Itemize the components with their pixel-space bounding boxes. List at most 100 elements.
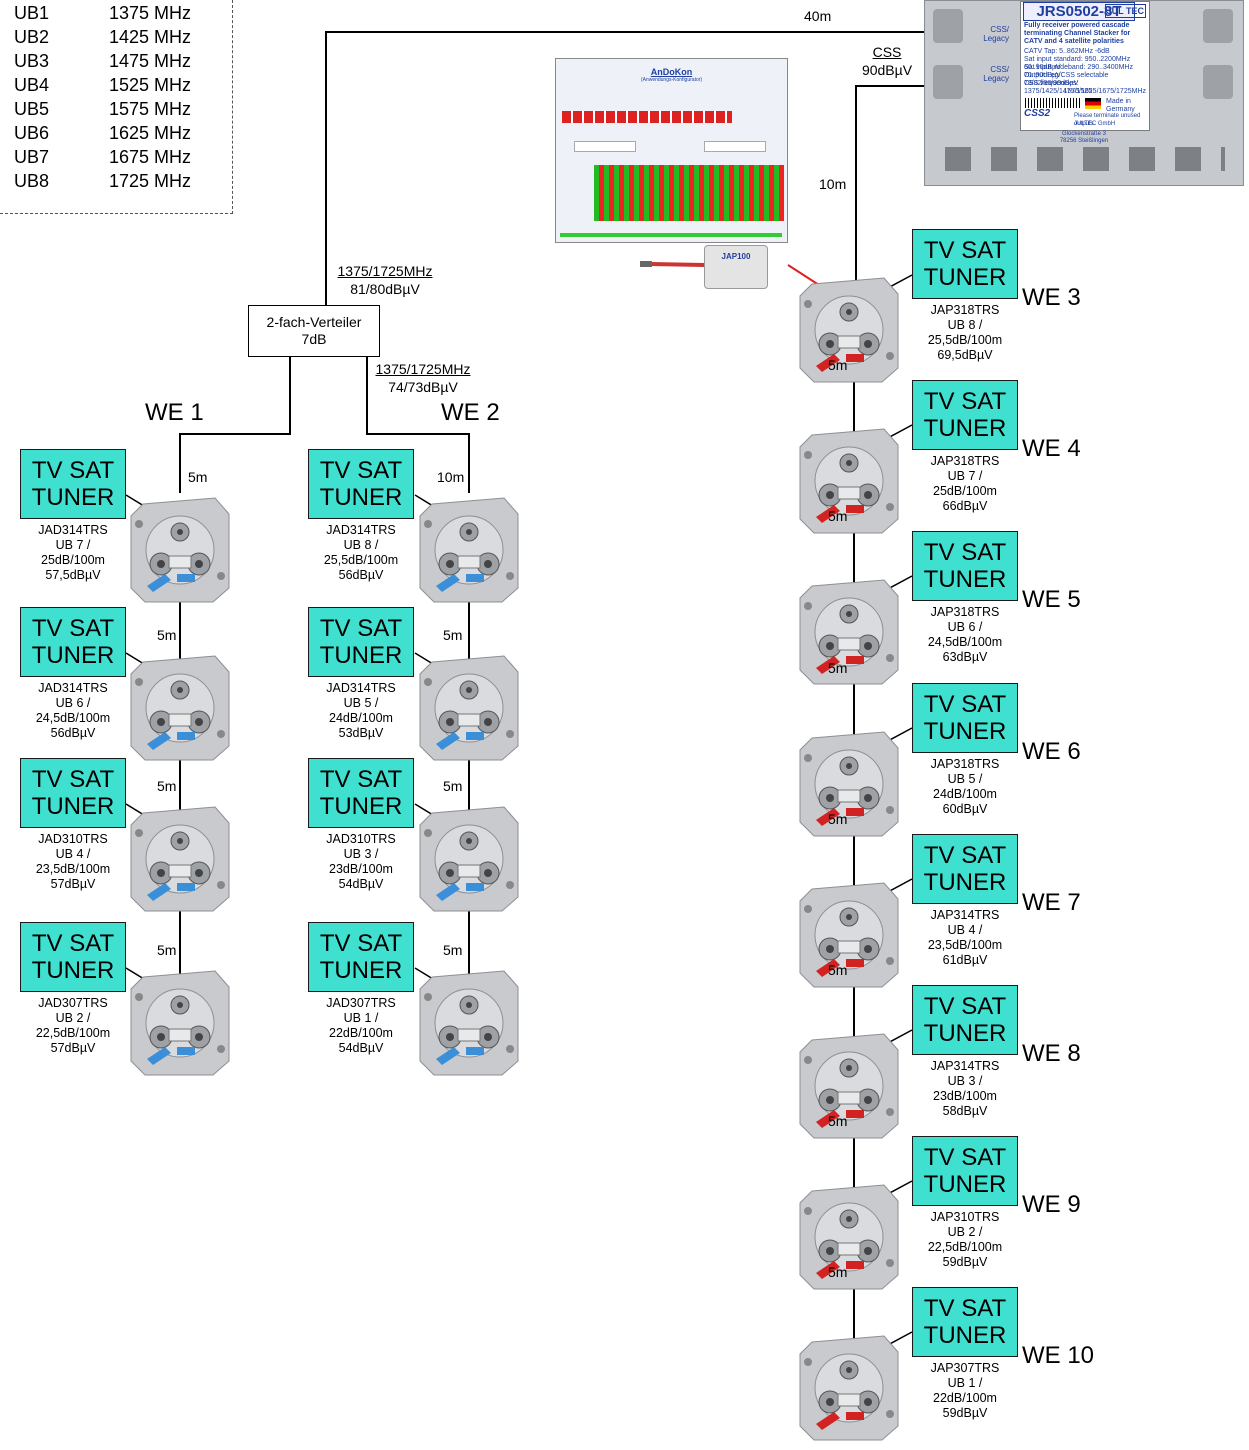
ub-selection-row [562,111,732,123]
tuner-line1: TV SAT [923,539,1007,566]
spec-att: 23,5dB/100m [927,938,1003,952]
spec-level: 59dBµV [942,1406,988,1420]
spec-att: 23dB/100m [329,862,393,876]
jap100-programmer: JAP100 [704,245,768,289]
antenna-socket [799,428,899,534]
tuner-line1: TV SAT [31,457,115,484]
spec-ub: UB 6 / [55,696,91,710]
cable-length: 5m [157,627,177,643]
tuner-line2: TUNER [923,869,1007,896]
andokon-software-screenshot: AnDoKon (Anwendungs-Konfigurator) [555,58,788,243]
antenna-socket [799,1033,899,1139]
spec-att: 25,5dB/100m [323,553,399,567]
spec-att: 22,5dB/100m [35,1026,111,1040]
cable-length: 5m [443,778,463,794]
spec-line: CSS frequencies: 1375/1425/1475/1525 [1024,80,1093,95]
spec-model: JAD314TRS [38,681,108,695]
tuner-line2: TUNER [31,957,115,984]
we-label: WE 10 [1022,1342,1095,1369]
spec-model: JAD314TRS [326,523,396,537]
main-cable-length: 40m [804,8,832,24]
tuner-line2: TUNER [923,1322,1007,1349]
antenna-socket [799,1335,899,1441]
spec-level: 66dBµV [942,499,988,513]
cable-length: 5m [828,811,848,827]
multiswitch-jrs0502-8t: CSS/ Legacy CSS/ Legacy JRS0502-8T JUL T… [924,0,1244,186]
programmer-model: JAP100 [721,252,751,261]
german-flag-icon [1085,98,1101,109]
tuner-line2: TUNER [319,484,403,511]
antenna-socket [799,277,899,383]
tuner-line1: TV SAT [31,766,115,793]
antenna-socket [130,497,230,603]
splitter-loss: 7dB [301,331,327,347]
spec-ub: UB 1 / [947,1376,983,1390]
we-label: WE 9 [1022,1191,1081,1218]
splitter-in-freq: 1375/1725MHz [337,263,433,279]
spec-line: Sat input standard: 950..2200MHz 60..90d… [1024,56,1131,71]
splitter-out-we1 [179,357,291,493]
spec-att: 24dB/100m [329,711,393,725]
cable-length: 10m [437,469,465,485]
antenna-socket [799,731,899,837]
city: 78256 Steißlingen [1059,138,1109,144]
cable-length: 5m [828,962,848,978]
desc-line: CATV and 4 satellite polarities [1024,38,1124,45]
tuner-line1: TV SAT [319,457,403,484]
spec-level: 56dBµV [338,568,384,582]
cable-length: 5m [443,942,463,958]
configure-write-button [574,141,636,152]
tuner-line2: TUNER [31,793,115,820]
css-cable [855,85,924,290]
spec-line: CATV Tap: 5..862MHz -6dB [1024,48,1110,55]
tuner-line1: TV SAT [31,930,115,957]
spec-ub: UB 5 / [343,696,379,710]
spec-line: Sat input wideband: 290..3400MHz 70..90d… [1024,64,1133,79]
antenna-socket [419,497,519,603]
tuner-line1: TV SAT [31,615,115,642]
right-first-length: 10m [819,176,847,192]
spec-ub: UB 3 / [947,1074,983,1088]
status-bar [560,233,782,237]
spec-level: 60dBµV [942,802,988,816]
tuner-line2: TUNER [923,566,1007,593]
tuner-line2: TUNER [923,718,1007,745]
tuner-line2: TUNER [31,484,115,511]
spec-ub: UB 6 / [947,620,983,634]
tuner-line1: TV SAT [923,993,1007,1020]
spec-ub: UB 7 / [947,469,983,483]
we-label: WE 6 [1022,738,1081,765]
port-b-label: CSS/ Legacy [983,65,1009,83]
spec-model: JAP318TRS [930,605,1000,619]
spec-model: JAP314TRS [930,908,1000,922]
cable-length: 5m [828,357,848,373]
css-label: CSS [872,44,902,60]
spec-level: 59dBµV [942,1255,988,1269]
cable-length: 5m [828,660,848,676]
spec-level: 63dBµV [942,650,988,664]
splitter-name: 2-fach-Verteiler [266,314,362,330]
splitter-out-we2 [366,357,470,493]
multiswitch-label-panel: JRS0502-8T JUL TEC Fully receiver powere… [1020,1,1150,131]
software-title: AnDoKon [650,67,693,77]
